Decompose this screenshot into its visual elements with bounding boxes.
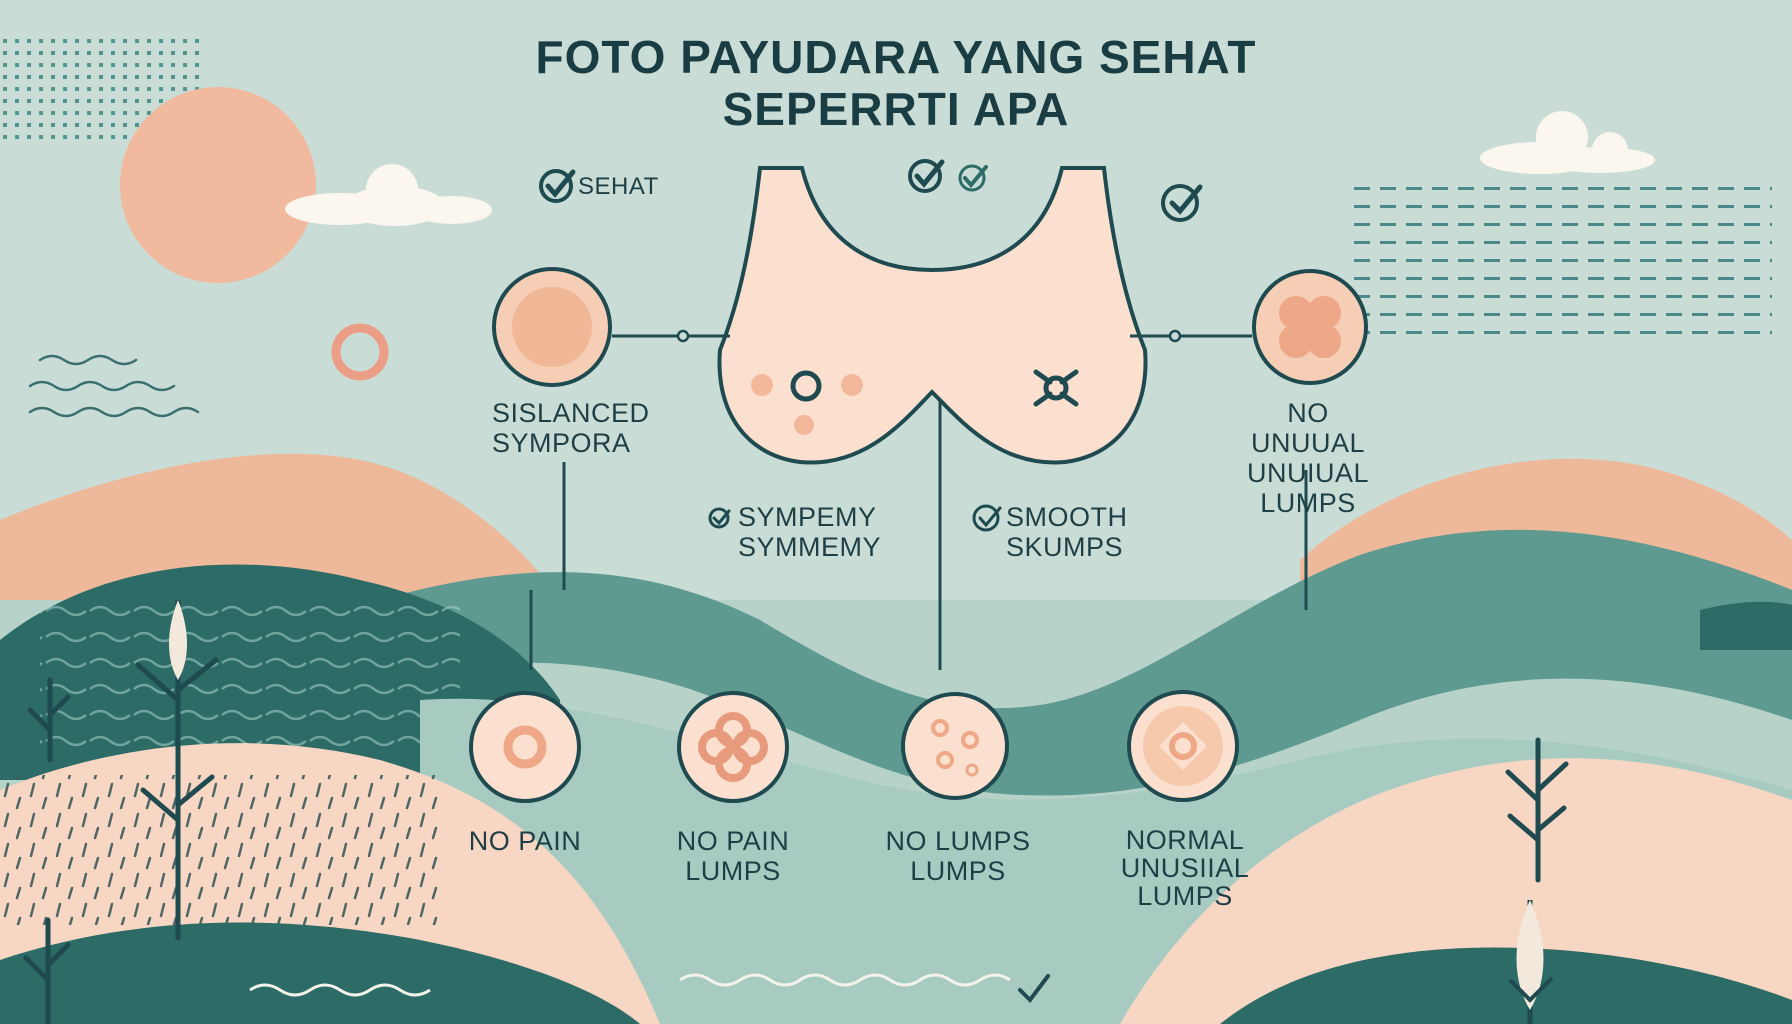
skin-spot bbox=[841, 374, 863, 396]
speckle-texture bbox=[0, 775, 440, 925]
page-subtitle: SEPERRTI APA bbox=[722, 83, 1070, 135]
tree-icon bbox=[27, 677, 71, 763]
check-circle-icon bbox=[972, 504, 1002, 532]
skin-spot bbox=[751, 374, 773, 396]
wave-lines bbox=[28, 354, 200, 418]
lump-icon bbox=[492, 267, 612, 387]
connector-dot bbox=[1168, 329, 1182, 343]
dark-teal-foreground-left bbox=[0, 922, 640, 1024]
mid-green-wave bbox=[380, 529, 1792, 796]
connector-dot bbox=[676, 329, 690, 343]
check-circle-icon bbox=[958, 164, 988, 192]
check-circle-icon bbox=[708, 507, 731, 529]
nipple-icon bbox=[790, 370, 822, 402]
bottom-label-2: NO PAIN LUMPS bbox=[676, 826, 790, 886]
lump-icon bbox=[1127, 690, 1239, 802]
dark-teal-hill-right bbox=[1700, 601, 1792, 650]
smooth-label: SMOOTH SKUMPS bbox=[1006, 502, 1128, 562]
sun-icon bbox=[120, 87, 316, 283]
left-label: SISLANCED SYMPORA bbox=[492, 398, 650, 458]
lump-icon bbox=[1252, 269, 1368, 385]
dash-pattern bbox=[1352, 178, 1772, 348]
check-circle-icon bbox=[908, 159, 945, 193]
tree-icon bbox=[135, 600, 219, 940]
white-wave-line bbox=[249, 983, 431, 997]
bottom-label-4: NORMAL UNUSIIAL LUMPS bbox=[1120, 825, 1250, 911]
bottom-label-3: NO LUMPS LUMPS bbox=[885, 826, 1031, 886]
lump-icon bbox=[901, 692, 1009, 800]
wave-texture-left bbox=[40, 590, 460, 760]
dark-teal-foreground-right bbox=[1220, 947, 1792, 1024]
page-title: FOTO PAYUDARA YANG SEHAT bbox=[535, 31, 1257, 83]
bottom-label-1: NO PAIN bbox=[468, 826, 582, 856]
peach-hill-left bbox=[0, 453, 560, 600]
connector-lines bbox=[529, 334, 1308, 670]
check-icon bbox=[1018, 974, 1050, 1004]
ring-icon bbox=[331, 323, 389, 381]
tree-icon bbox=[1508, 900, 1554, 1024]
badge-label: SEHAT bbox=[578, 173, 659, 200]
check-circle-icon bbox=[1161, 184, 1203, 222]
check-circle-icon bbox=[539, 169, 576, 203]
lump-icon bbox=[677, 691, 789, 803]
skin-spot bbox=[794, 415, 814, 435]
torso-shape bbox=[717, 166, 1148, 465]
cloud-icon bbox=[1480, 111, 1655, 174]
lump-icon bbox=[469, 691, 581, 803]
symmetry-label: SYMPEMY SYMMEMY bbox=[738, 502, 882, 562]
tree-icon bbox=[23, 917, 71, 1024]
nipple-icon bbox=[1033, 369, 1079, 407]
white-wave-line bbox=[679, 973, 1011, 987]
right-label: NO UNUUAL UNUIUAL LUMPS bbox=[1246, 398, 1370, 518]
cloud-icon bbox=[285, 164, 492, 226]
tree-icon bbox=[1505, 737, 1569, 883]
